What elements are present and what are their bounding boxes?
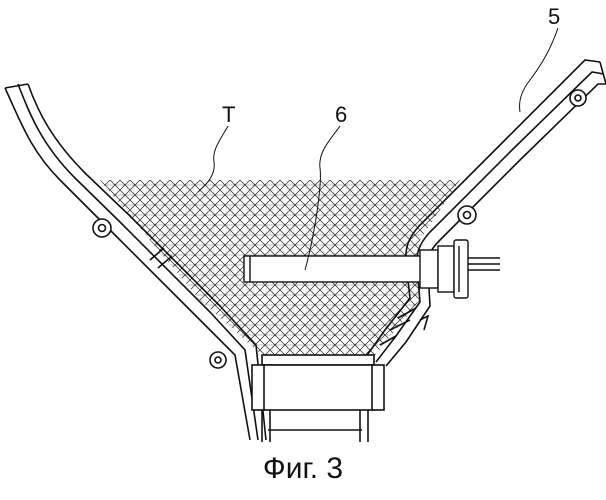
figure-caption: Фиг. 3 bbox=[0, 452, 606, 486]
discharge-unit bbox=[252, 355, 384, 442]
label-probe: 6 bbox=[335, 102, 347, 127]
label-hopper-wall: 5 bbox=[548, 4, 560, 29]
label-fill-material: T bbox=[222, 102, 235, 127]
